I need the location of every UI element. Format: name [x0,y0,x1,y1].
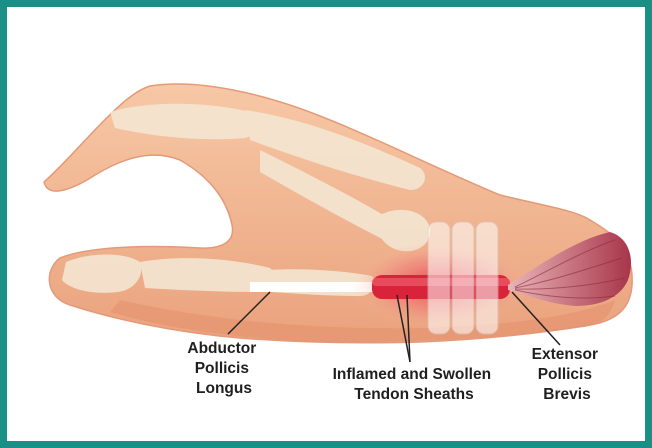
wrist-anatomy-illustration: Abductor Pollicis Longus Inflamed and Sw… [7,7,645,441]
label-inflamed-tendon-sheaths: Inflamed and Swollen Tendon Sheaths [333,366,496,403]
label-extensor-pollicis-brevis: Extensor Pollicis Brevis [532,346,603,403]
retinaculum-bands [428,222,498,334]
label-abductor-pollicis-longus: Abductor Pollicis Longus [187,340,260,397]
